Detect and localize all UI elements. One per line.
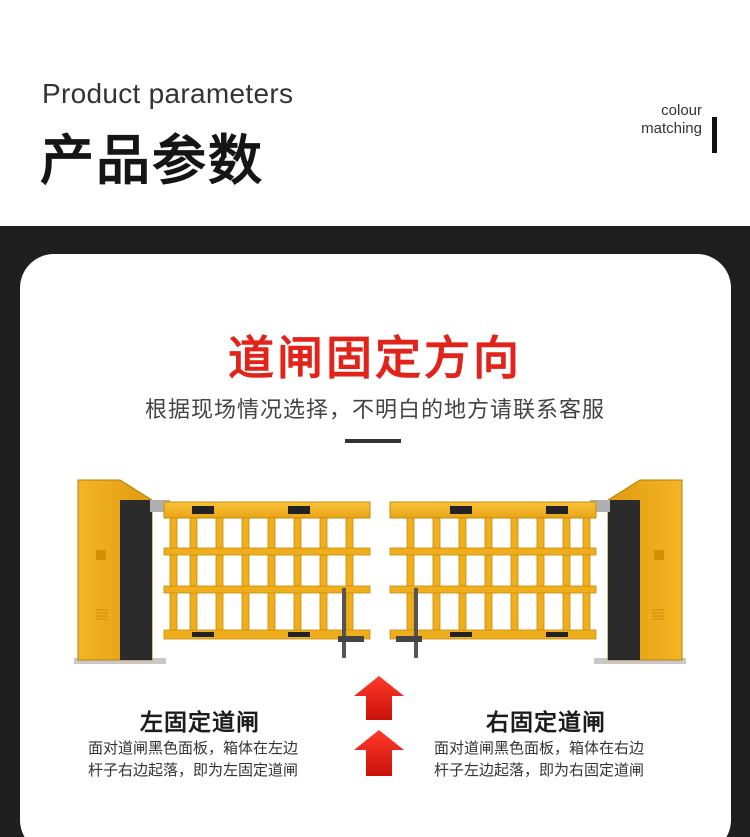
right-barrier-gate	[389, 479, 686, 664]
section-subtitle: 根据现场情况选择，不明白的地方请联系客服	[144, 398, 605, 423]
right-fixed-gate-title: 右固定道闸	[486, 710, 606, 736]
page-title-en: Product parameters	[42, 78, 294, 109]
up-arrow-icon	[354, 730, 404, 776]
right-desc-line-2: 杆子左边起落，即为右固定道闸	[434, 761, 645, 779]
colour-matching-bar	[712, 117, 717, 153]
left-fixed-gate-title: 左固定道闸	[140, 710, 260, 736]
up-arrow-icon	[354, 676, 404, 720]
right-desc-line-1: 面对道闸黑色面板，箱体在右边	[434, 739, 645, 757]
left-desc-line-2: 杆子右边起落，即为左固定道闸	[88, 761, 299, 779]
page-title-cn: 产品参数	[40, 129, 264, 192]
left-barrier-gate	[74, 479, 371, 664]
title-divider	[345, 439, 401, 443]
left-desc-line-1: 面对道闸黑色面板，箱体在左边	[88, 739, 299, 757]
colour-matching-line: colour	[661, 102, 702, 119]
right-fixed-gate-description: 面对道闸黑色面板，箱体在右边 杆子左边起落，即为右固定道闸	[434, 737, 679, 781]
section-title: 道闸固定方向	[228, 331, 522, 385]
barrier-gates-illustration	[74, 479, 686, 664]
colour-matching-line: matching	[641, 120, 702, 137]
direction-arrows	[354, 676, 404, 776]
left-fixed-gate-description: 面对道闸黑色面板，箱体在左边 杆子右边起落，即为左固定道闸	[88, 737, 333, 781]
